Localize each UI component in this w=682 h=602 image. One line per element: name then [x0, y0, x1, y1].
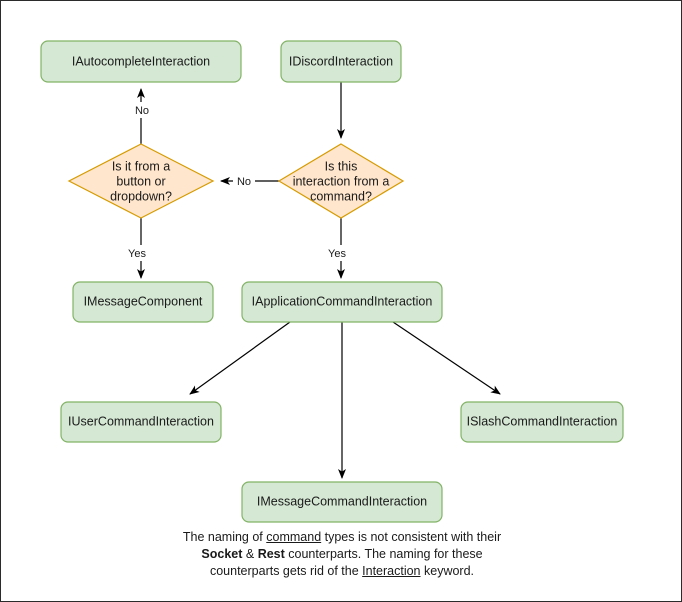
edge-label-bg-no-vertical [131, 102, 153, 118]
node-discord-interaction-label: IDiscordInteraction [289, 54, 393, 68]
node-autocomplete-interaction[interactable]: IAutocompleteInteraction [40, 40, 242, 83]
edge-label-no-horizontal: No [237, 176, 251, 188]
node-is-button-label-line3: dropdown? [110, 189, 172, 203]
node-is-it-from-a-button-or-dropdown-shape[interactable] [67, 143, 215, 219]
node-is-button-label-line2: button or [116, 174, 165, 188]
edge-app-command-to-slash-command [392, 321, 501, 395]
nodes-group: IAutocompleteInteraction IDiscordInterac… [40, 40, 624, 523]
node-is-command-label-line3: command? [310, 189, 372, 203]
caption-line-2: Socket & Rest counterparts. The naming f… [1, 546, 681, 563]
node-message-command-interaction[interactable]: IMessageCommandInteraction [241, 481, 443, 523]
node-is-command-label-line2: interaction from a [293, 174, 390, 188]
node-slash-command-interaction-label: ISlashCommandInteraction [467, 414, 618, 428]
node-message-component-label: IMessageComponent [84, 294, 203, 308]
caption-line3-part1: counterparts gets rid of the [209, 564, 363, 578]
diagram-caption: The naming of command types is not consi… [1, 529, 681, 580]
node-autocomplete-interaction-label: IAutocompleteInteraction [72, 54, 210, 68]
edge-label-bg-no-horizontal [233, 173, 255, 189]
node-is-this-interaction-from-a-command-shape[interactable] [277, 143, 405, 219]
node-application-command-interaction-shape[interactable] [241, 281, 443, 323]
node-is-it-from-a-button-or-dropdown[interactable]: Is it from a button or dropdown? [67, 143, 215, 219]
edge-label-yes-right: Yes [328, 248, 346, 260]
node-message-component[interactable]: IMessageComponent [72, 281, 214, 323]
node-user-command-interaction-shape[interactable] [60, 401, 222, 443]
edge-label-bg-yes-right [324, 245, 350, 261]
caption-line1-part1: The naming of [182, 530, 267, 544]
edge-labels-group: No No Yes Yes [124, 102, 350, 261]
caption-line-1: The naming of command types is not consi… [1, 529, 681, 546]
node-user-command-interaction[interactable]: IUserCommandInteraction [60, 401, 222, 443]
node-message-component-shape[interactable] [72, 281, 214, 323]
caption-line3-part2: keyword. [420, 564, 475, 578]
node-discord-interaction[interactable]: IDiscordInteraction [280, 40, 402, 83]
caption-line1-part2: types is not consistent with their [321, 530, 502, 544]
node-slash-command-interaction-shape[interactable] [460, 401, 624, 443]
caption-line-3: counterparts gets rid of the Interaction… [1, 563, 681, 580]
node-slash-command-interaction[interactable]: ISlashCommandInteraction [460, 401, 624, 443]
node-user-command-interaction-label: IUserCommandInteraction [68, 414, 214, 428]
node-discord-interaction-shape[interactable] [280, 40, 402, 83]
edge-app-command-to-user-command [189, 321, 291, 395]
caption-rest-keyword: Rest [257, 547, 285, 561]
edge-label-yes-left: Yes [128, 248, 146, 260]
edge-label-no-vertical: No [135, 105, 149, 117]
node-application-command-interaction-label: IApplicationCommandInteraction [252, 294, 433, 308]
node-application-command-interaction[interactable]: IApplicationCommandInteraction [241, 281, 443, 323]
caption-line2-rest: counterparts. The naming for these [284, 547, 483, 561]
caption-ampersand: & [242, 547, 258, 561]
node-is-button-label-line1: Is it from a [112, 159, 170, 173]
node-message-command-interaction-label: IMessageCommandInteraction [257, 494, 427, 508]
node-is-this-interaction-from-a-command[interactable]: Is this interaction from a command? [277, 143, 405, 219]
caption-command-keyword: command [266, 530, 322, 544]
caption-socket-keyword: Socket [201, 547, 243, 561]
node-is-command-label-line1: Is this [325, 159, 358, 173]
node-message-command-interaction-shape[interactable] [241, 481, 443, 523]
edge-label-bg-yes-left [124, 245, 150, 261]
node-autocomplete-interaction-shape[interactable] [40, 40, 242, 83]
caption-interaction-keyword: Interaction [362, 564, 421, 578]
